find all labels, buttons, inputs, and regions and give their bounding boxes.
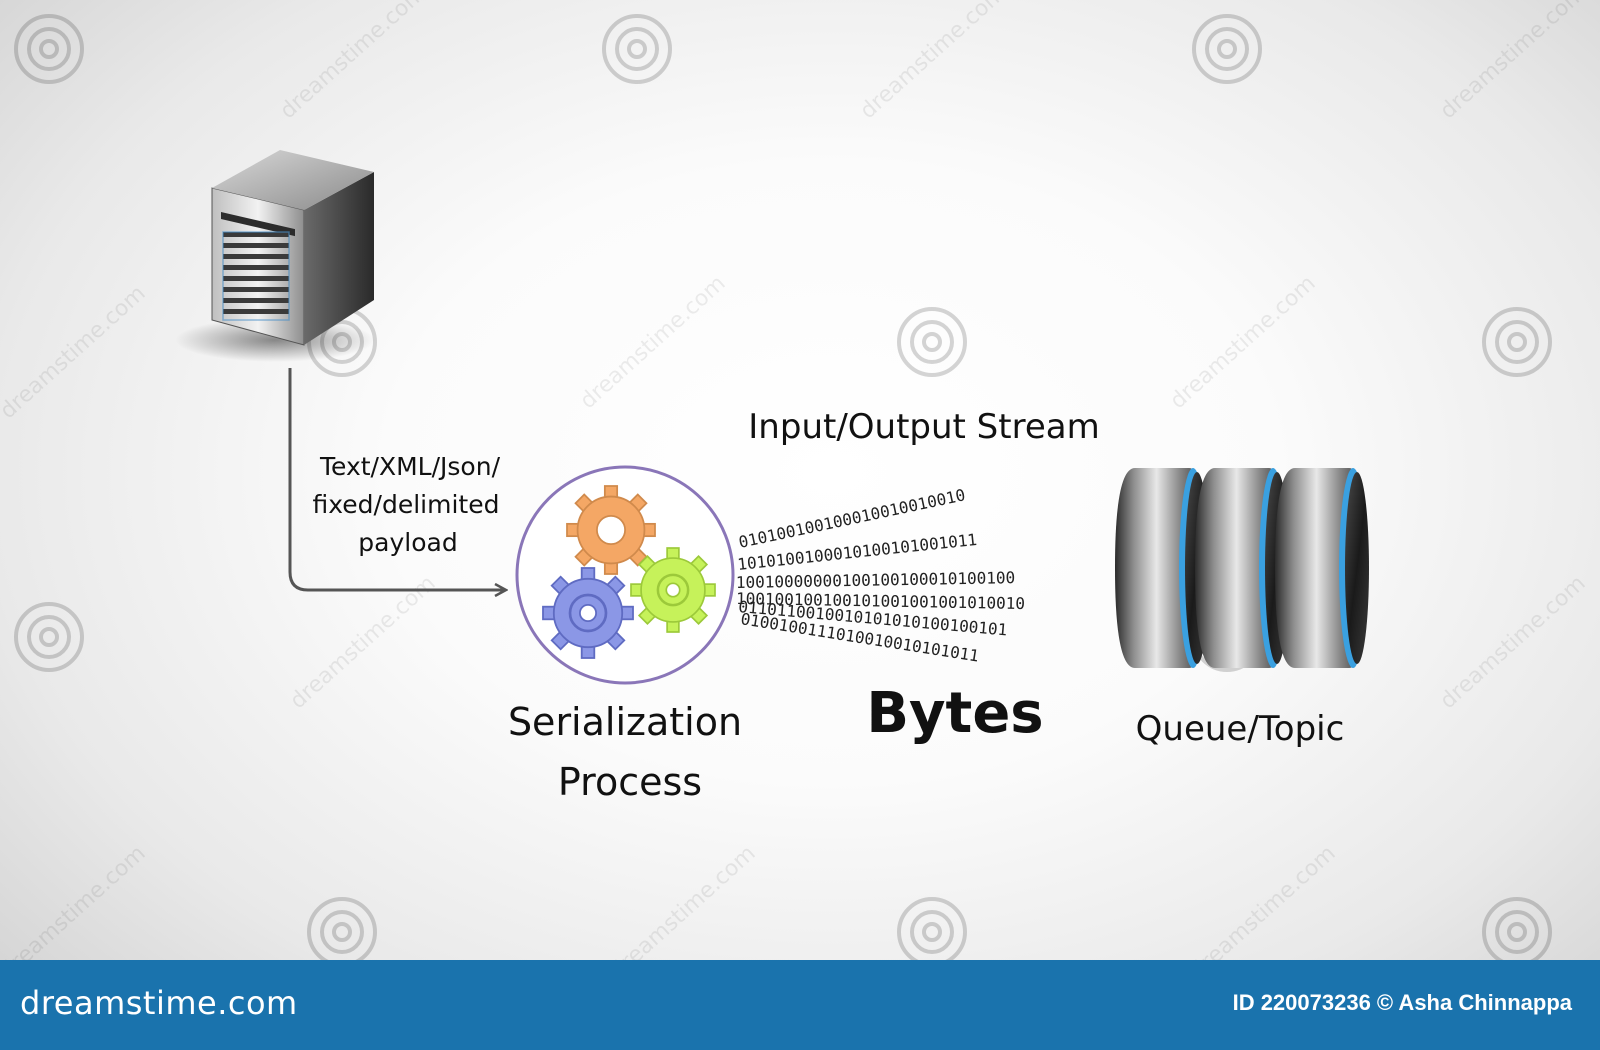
watermark-spiral-icon [14,602,84,672]
server-icon [175,150,375,362]
serialization-diagram: Text/XML/Json/ fixed/delimited payload S… [175,150,1369,804]
footer-brand[interactable]: dreamstime.com [20,984,298,1022]
payload-label-line2: fixed/delimited [313,490,500,519]
watermark-spiral-icon [897,307,967,377]
footer-credit: ID 220073236 © Asha Chinnappa [1232,990,1572,1015]
watermark-spiral-icon [1192,14,1262,84]
payload-label-line1: Text/XML/Json/ [319,452,501,481]
byte-row: 10010000000100100100010100100 [736,568,1016,592]
queue-disk [1115,468,1209,668]
footer-bar: dreamstime.com ID 220073236 © Asha Chinn… [0,960,1600,1050]
byte-stream: 010100100100010010010010 101010010001010… [736,485,1025,665]
queue-label: Queue/Topic [1136,709,1345,749]
serialization-label-line1: Serialization [508,700,742,744]
bytes-label: Bytes [866,681,1043,746]
database-icon [1115,468,1369,668]
gear-icon [542,567,634,659]
gear-icon [630,547,716,633]
gear-icon [566,485,656,575]
watermark-spiral-icon [602,14,672,84]
watermark-spiral-icon [14,14,84,84]
stream-label: Input/Output Stream [748,407,1099,447]
watermark-spiral-icon [1482,307,1552,377]
payload-arrow-icon [288,368,505,590]
serialization-gears [515,465,735,685]
queue-disk [1195,468,1289,668]
payload-label-line3: payload [358,528,457,557]
serialization-label-line2: Process [558,760,702,804]
queue-disk [1275,468,1369,668]
